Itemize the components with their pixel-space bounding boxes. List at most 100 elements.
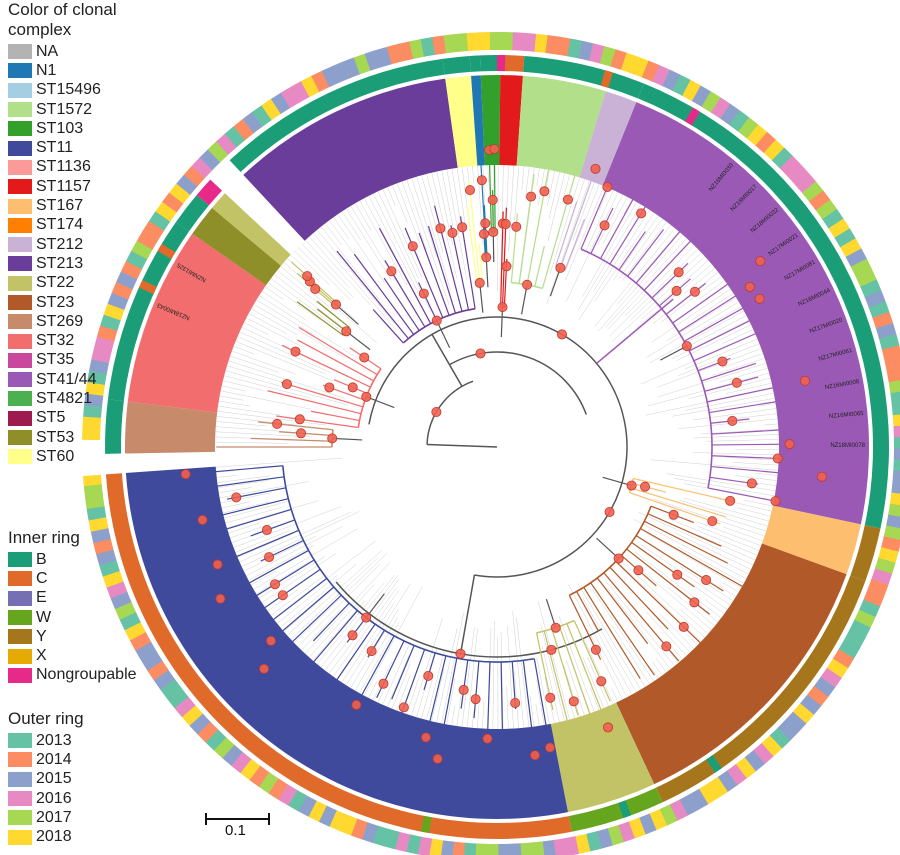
tip-guide-line: [441, 170, 456, 239]
tip-guide-line: [601, 575, 675, 667]
node-support-marker: [526, 191, 537, 202]
outer-ring-segment: [893, 425, 900, 438]
node-support-marker: [366, 646, 377, 657]
clade-highlight-band: [127, 233, 266, 413]
tree-branch: [436, 320, 451, 348]
node-support-marker: [197, 514, 208, 525]
tip-guide-line: [312, 233, 397, 331]
scale-bar-tick: [205, 813, 207, 825]
outer-ring-segment: [463, 842, 477, 855]
legend-label: Nongroupable: [36, 666, 137, 684]
outer-ring-segment: [205, 729, 227, 751]
node-support-marker: [431, 315, 442, 326]
tip-guide-line: [646, 611, 687, 657]
tree-branch: [460, 659, 469, 709]
tip-guide-line: [217, 410, 327, 426]
tree-branch: [647, 513, 722, 547]
outer-ring-segment: [124, 621, 146, 641]
inner-ring-segment: [606, 72, 644, 99]
outer-ring-segment: [239, 758, 261, 781]
tip-guide-line: [305, 561, 391, 654]
legend-item: 2016: [8, 789, 84, 808]
legend-swatch: [8, 391, 32, 407]
tip-guide-line: [618, 218, 663, 279]
node-support-marker: [770, 496, 781, 507]
outer-ring-segment: [501, 32, 514, 51]
legend-item: W: [8, 608, 137, 627]
tip-guide-line: [646, 301, 739, 358]
node-support-marker: [633, 565, 644, 576]
tip-guide-line: [652, 498, 765, 537]
tip-guide-line: [700, 428, 779, 435]
node-support-marker: [265, 635, 276, 646]
node-support-marker: [727, 415, 738, 426]
tip-guide-line: [264, 286, 284, 300]
tip-guide-line: [585, 190, 614, 251]
tip-guide-line: [246, 317, 304, 348]
outer-ring-segment: [567, 38, 583, 59]
tip-guide-line: [222, 501, 270, 514]
legend-item: ST15496: [8, 81, 168, 100]
tip-guide-line: [633, 519, 747, 579]
node-support-marker: [361, 612, 372, 623]
tip-guide-line: [253, 304, 345, 358]
tip-guide-line: [406, 179, 450, 305]
node-support-marker: [800, 375, 811, 386]
tip-guide-line: [243, 322, 269, 335]
tree-branch: [583, 587, 641, 679]
tree-branch: [418, 232, 450, 316]
outer-ring-segment: [840, 238, 862, 258]
legend-label: ST1136: [36, 158, 91, 176]
tip-guide-line: [540, 624, 565, 721]
tree-branch: [298, 326, 378, 376]
tip-guide-line: [387, 187, 396, 207]
tip-guide-line: [290, 254, 320, 282]
tip-guide-line: [689, 377, 771, 399]
outer-ring-segment: [892, 414, 900, 427]
outer-ring-segment: [746, 124, 768, 147]
outer-ring-segment: [828, 218, 851, 239]
tip-guide-line: [671, 319, 749, 360]
tip-guide-line: [529, 696, 535, 727]
legend-item: X: [8, 646, 137, 665]
tip-guide-line: [451, 705, 456, 726]
outer-ring-segment: [691, 85, 712, 108]
tip-guide-line: [704, 599, 725, 614]
legend-item: ST5: [8, 409, 168, 428]
tip-guide-line: [235, 529, 291, 553]
outer-ring-segment: [432, 35, 447, 55]
outer-ring-segment: [574, 833, 591, 854]
outer-ring-segment: [394, 831, 411, 853]
legend-swatch: [8, 590, 32, 606]
node-support-marker: [259, 663, 270, 674]
tip-guide-line: [224, 500, 291, 519]
tip-guide-line: [216, 470, 234, 473]
tip-guide-line: [684, 338, 758, 370]
outer-ring-segment: [541, 839, 556, 855]
node-support-marker: [689, 286, 700, 297]
tip-guide-line: [724, 518, 767, 532]
outer-ring-segment: [843, 629, 866, 649]
tip-guide-line: [634, 551, 722, 619]
outer-ring-segment: [735, 757, 756, 779]
outer-ring-segment: [545, 35, 560, 55]
tip-guide-line: [341, 211, 362, 241]
node-support-marker: [215, 593, 226, 604]
tree-branch: [257, 421, 333, 431]
outer-ring-segment: [850, 258, 873, 278]
legend-label: ST32: [36, 332, 75, 350]
node-support-marker: [544, 742, 555, 753]
tip-guide-line: [316, 583, 385, 665]
tip-guide-line: [683, 497, 770, 522]
tip-guide-line: [611, 688, 619, 702]
tree-branch: [672, 256, 766, 324]
outer-ring-segment: [523, 32, 537, 52]
outer-ring-segment: [822, 208, 844, 230]
outer-ring-segment: [867, 578, 889, 597]
outer-ring-segment: [888, 380, 900, 394]
tip-guide-line: [382, 643, 410, 705]
tip-guide-line: [301, 243, 354, 298]
node-support-marker: [707, 516, 718, 527]
node-support-marker: [530, 750, 541, 761]
tip-guide-line: [297, 247, 351, 301]
